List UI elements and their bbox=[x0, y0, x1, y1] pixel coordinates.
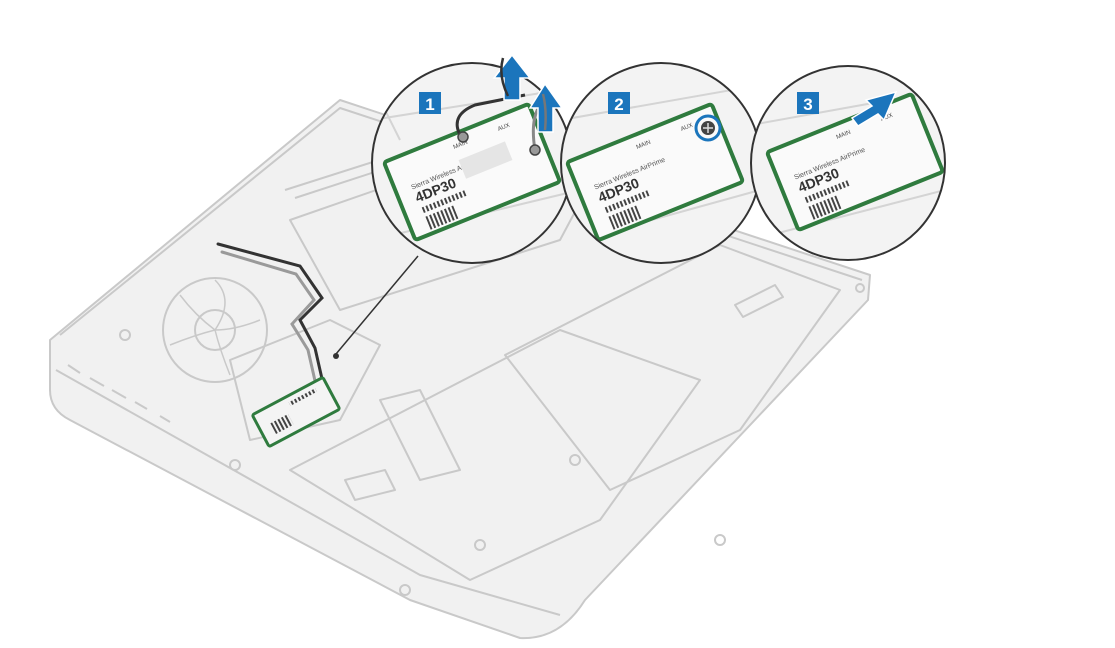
svg-text:1: 1 bbox=[425, 95, 434, 114]
wwan-card: Sierra Wireless AirPrime 4DP30 MAIN AUX bbox=[382, 102, 562, 242]
standoff bbox=[714, 534, 726, 546]
port-cutouts bbox=[67, 364, 171, 423]
wwan-card: Sierra Wireless AirPrime 4DP30 MAIN AUX bbox=[565, 102, 745, 242]
arrow-up-icon bbox=[492, 53, 532, 101]
wwan-card-installed bbox=[251, 376, 341, 448]
zoom-callout-step-1: Sierra Wireless AirPrime 4DP30 MAIN AUX … bbox=[371, 62, 573, 264]
fan-blades bbox=[169, 279, 261, 376]
standoff bbox=[119, 329, 131, 341]
battery-bay bbox=[504, 244, 841, 491]
main-antenna-cable bbox=[216, 242, 327, 394]
card-main-label: MAIN bbox=[836, 130, 852, 141]
step-number-badge: 2 bbox=[608, 92, 630, 114]
card-slot-area bbox=[229, 319, 381, 441]
svg-text:2: 2 bbox=[614, 95, 623, 114]
arrow-up-right-icon bbox=[850, 90, 898, 127]
standoff bbox=[399, 584, 411, 596]
step-number-badge: 1 bbox=[419, 92, 441, 114]
card-main-label: MAIN bbox=[636, 140, 652, 151]
card-aux-label: AUX bbox=[680, 123, 694, 133]
speaker-grill bbox=[734, 284, 784, 318]
zoom-callout-step-3: Sierra Wireless AirPrime 4DP30 MAIN AUX … bbox=[750, 65, 946, 261]
cable-loop bbox=[455, 93, 526, 136]
zoom-callout-step-2: Sierra Wireless AirPrime 4DP30 MAIN AUX … bbox=[560, 62, 762, 264]
card-main-label: MAIN bbox=[453, 140, 469, 151]
antenna-cables bbox=[216, 242, 327, 396]
fan-housing bbox=[162, 277, 268, 383]
svg-text:3: 3 bbox=[803, 95, 812, 114]
latch-square bbox=[344, 469, 396, 501]
antenna-connector-aux bbox=[529, 144, 541, 156]
lifted-cable-main bbox=[500, 57, 510, 97]
standoff bbox=[474, 539, 486, 551]
wwan-card: Sierra Wireless AirPrime 4DP30 MAIN AUX bbox=[765, 92, 945, 232]
standoff bbox=[569, 454, 581, 466]
hdd-bay bbox=[289, 329, 701, 581]
screw-icon bbox=[694, 114, 722, 142]
standoff bbox=[229, 459, 241, 471]
zoom-bg-detail bbox=[561, 84, 761, 246]
standoff bbox=[855, 283, 865, 293]
chassis-front-edge bbox=[55, 369, 561, 616]
card-aux-label: AUX bbox=[497, 123, 511, 133]
lifted-cable-aux bbox=[541, 93, 547, 131]
step-number-badge: 3 bbox=[797, 92, 819, 114]
connector-ribbon bbox=[379, 389, 461, 481]
callout-leader-line bbox=[335, 255, 419, 355]
callout-point bbox=[333, 353, 339, 359]
card-aux-label: AUX bbox=[880, 113, 894, 123]
aux-antenna-cable bbox=[220, 250, 320, 396]
fan-hub bbox=[194, 309, 236, 351]
antenna-connector-main bbox=[457, 131, 469, 143]
